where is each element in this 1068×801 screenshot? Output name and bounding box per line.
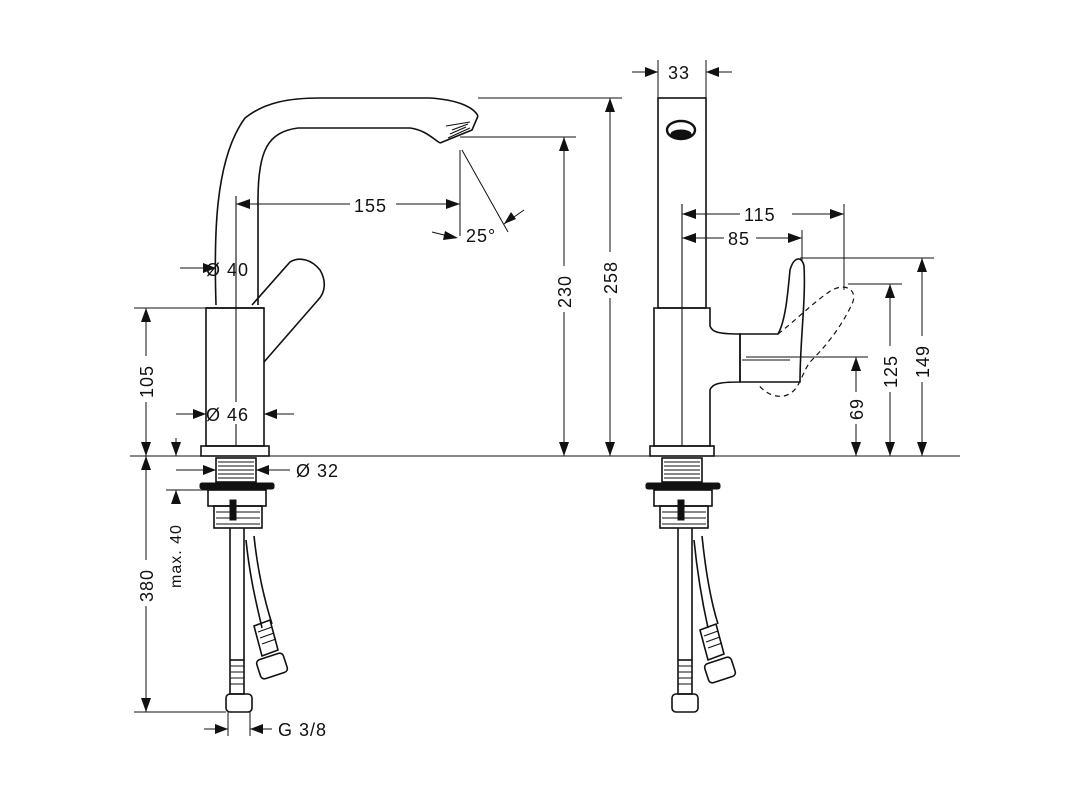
dim-connection-thread: G 3/8 — [278, 720, 327, 740]
spout-outline — [214, 97, 479, 306]
side-threaded-shank — [661, 457, 703, 483]
dim-spout-reach: 155 — [354, 196, 387, 216]
dim-hose-length: 380 — [137, 569, 157, 602]
aerator-hatch — [445, 121, 471, 139]
dim-body-diameter: Ø 46 — [206, 405, 249, 425]
hose-nut-secondary — [255, 652, 289, 680]
dim-handle-height: 149 — [913, 345, 933, 378]
dim-handle-open-height: 125 — [881, 355, 901, 388]
supply-hose-main — [229, 528, 245, 660]
dim-lever-reach-max: 115 — [744, 205, 776, 225]
dim-lever-axis-height: 69 — [847, 398, 867, 420]
dim-outlet-height: 230 — [555, 275, 575, 308]
dim-lever-height: 105 — [137, 365, 157, 398]
dim-spray-angle: 25° — [466, 226, 496, 246]
dim-spout-diameter: Ø 40 — [206, 260, 249, 280]
supply-hose-secondary — [245, 535, 273, 629]
aerator-outlet — [665, 119, 697, 141]
fixing-nut — [207, 489, 267, 507]
faucet-body — [205, 307, 265, 447]
aerator — [439, 115, 479, 144]
dim-spout-width: 33 — [668, 63, 690, 83]
hose-nut-main — [225, 693, 253, 713]
front-view: 155 25° Ø 40 Ø 46 Ø 32 105 — [130, 97, 960, 740]
dim-lever-reach: 85 — [728, 229, 750, 249]
lever-open-position — [757, 286, 855, 397]
lever-closed — [739, 258, 806, 383]
spout-inner-outline — [257, 127, 441, 305]
side-body-base — [649, 445, 715, 457]
side-view: 33 115 85 149 125 69 — [632, 60, 934, 713]
side-body — [653, 307, 741, 447]
dim-max-counter-thickness: max. 40 — [168, 524, 185, 588]
dim-shank-diameter: Ø 32 — [296, 461, 339, 481]
dim-total-height: 258 — [601, 261, 621, 294]
body-base — [200, 445, 270, 457]
washer — [199, 482, 275, 490]
lever-outline — [251, 258, 326, 363]
